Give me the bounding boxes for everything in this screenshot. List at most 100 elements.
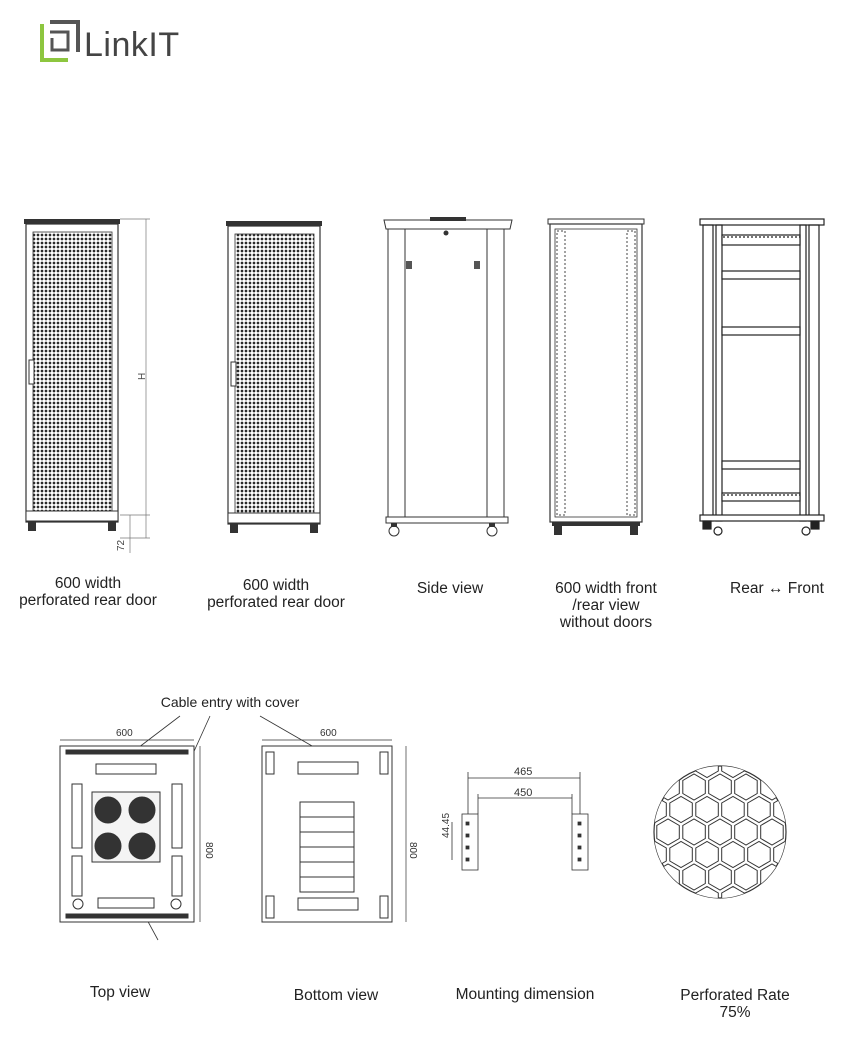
perforation-hexagon: [682, 773, 706, 801]
perforation-hexagon: [747, 795, 771, 824]
perforation-hexagon: [734, 773, 758, 801]
perforation-hexagon: [605, 774, 628, 800]
rack-front-rear-view-without-doors: [547, 218, 645, 535]
perforation-hexagon: [800, 752, 823, 778]
perforation-hexagon: [605, 909, 628, 935]
perforation-hexagon: [708, 818, 732, 846]
dim-height-label: H: [137, 373, 148, 380]
perforation-hexagon: [721, 766, 745, 779]
perforation-hexagon: [683, 909, 706, 935]
perforation-hexagon: [709, 729, 732, 755]
perforation-hexagon: [787, 819, 810, 845]
perforation-hexagon: [773, 766, 786, 779]
perforation-hexagon: [721, 840, 745, 869]
perforation-hexagon: [657, 909, 680, 935]
perforation-hexagon: [813, 774, 836, 800]
perforation-hexagon: [695, 885, 719, 898]
perforation-hexagon: [654, 885, 667, 898]
perforation-hexagon: [773, 885, 786, 898]
perforation-hexagon: [826, 797, 849, 823]
mounting-465-label: 465: [514, 766, 532, 778]
perforation-hexagon: [734, 818, 758, 846]
perforation-hexagon: [787, 729, 810, 755]
perforation-hexagon: [669, 795, 693, 824]
perforation-hexagon: [631, 774, 654, 800]
perforation-hexagon: [826, 887, 849, 913]
perforation-hexagon: [631, 909, 654, 935]
mounting-450-label: 450: [514, 787, 532, 799]
perforation-hexagon: [682, 863, 706, 891]
perforation-hexagon: [618, 842, 641, 868]
perforation-hexagon: [813, 729, 836, 755]
perforation-hexagon-circle: [605, 729, 849, 935]
perforation-hexagon: [709, 909, 732, 935]
rack-rear-front-frame-view: [699, 218, 825, 536]
perforation-hexagon: [618, 887, 641, 913]
dim-72-label: 72: [116, 539, 127, 551]
perforation-hexagon: [656, 818, 680, 846]
perforation-hexagon: [605, 864, 628, 890]
bottom-view-depth-label: 800: [407, 842, 418, 859]
perforation-hexagon: [708, 863, 732, 891]
rack-front-view-1: [24, 218, 150, 553]
perforation-hexagon: [618, 752, 641, 778]
rack-side-view: [383, 217, 513, 537]
mounting-44-45-label: 44.45: [441, 813, 452, 838]
perforation-hexagon: [695, 766, 719, 779]
perforation-hexagon: [800, 887, 823, 913]
perforation-hexagon: [761, 729, 784, 755]
perforation-hexagon: [631, 729, 654, 755]
mounting-dimension-drawing: [451, 772, 589, 871]
perforation-hexagon: [787, 909, 810, 935]
perforation-hexagon: [813, 819, 836, 845]
perforation-hexagon: [669, 840, 693, 869]
bottom-view-width-label: 600: [320, 728, 337, 739]
perforation-hexagon: [813, 864, 836, 890]
perforation-hexagon: [654, 766, 667, 779]
rack-front-view-2: [226, 221, 322, 533]
perforation-hexagon: [735, 729, 758, 755]
perforation-hexagon: [631, 819, 654, 845]
perforation-hexagon: [800, 842, 823, 868]
perforation-hexagon: [721, 885, 745, 898]
brand-name: LinkIT: [84, 26, 180, 64]
rack-elevation-drawings: H 72: [24, 217, 825, 553]
perforation-hexagon: [657, 729, 680, 755]
bottom-view-drawing: [261, 739, 407, 923]
perforation-hexagon: [813, 909, 836, 935]
perforation-hexagon: [721, 795, 745, 824]
perforation-hexagon: [605, 729, 628, 755]
perforation-hexagon: [695, 795, 719, 824]
caption-bottom-view: Bottom view: [293, 987, 379, 1004]
perforation-hexagon: [800, 797, 823, 823]
perforation-hexagon: [695, 840, 719, 869]
perforation-hexagon: [761, 909, 784, 935]
top-view-depth-label: 800: [203, 842, 214, 859]
perforation-hexagon: [683, 729, 706, 755]
perforation-hexagon: [631, 864, 654, 890]
perforation-hexagon: [747, 840, 771, 869]
caption-rear-front: Rear ↔ Front: [730, 580, 824, 597]
perforation-hexagon: [735, 909, 758, 935]
plan-drawings: 600 800 600 800: [59, 715, 849, 941]
perforation-hexagon: [787, 864, 810, 890]
perforation-hexagon: [826, 752, 849, 778]
perforation-hexagon: [618, 797, 641, 823]
caption-side-view: Side view: [416, 580, 484, 597]
linkit-logo-icon: [40, 20, 80, 62]
perforation-hexagon: [682, 818, 706, 846]
caption-mounting-dimension: Mounting dimension: [455, 986, 595, 1003]
top-view-drawing: [59, 739, 201, 923]
caption-top-view: Top view: [89, 984, 151, 1001]
top-view-width-label: 600: [116, 728, 133, 739]
cable-entry-label: Cable entry with cover: [160, 694, 300, 710]
perforation-hexagon: [605, 819, 628, 845]
perforation-hexagon: [708, 773, 732, 801]
perforation-hexagon: [760, 818, 784, 846]
perforation-hexagon: [734, 863, 758, 891]
perforation-hexagon: [787, 774, 810, 800]
